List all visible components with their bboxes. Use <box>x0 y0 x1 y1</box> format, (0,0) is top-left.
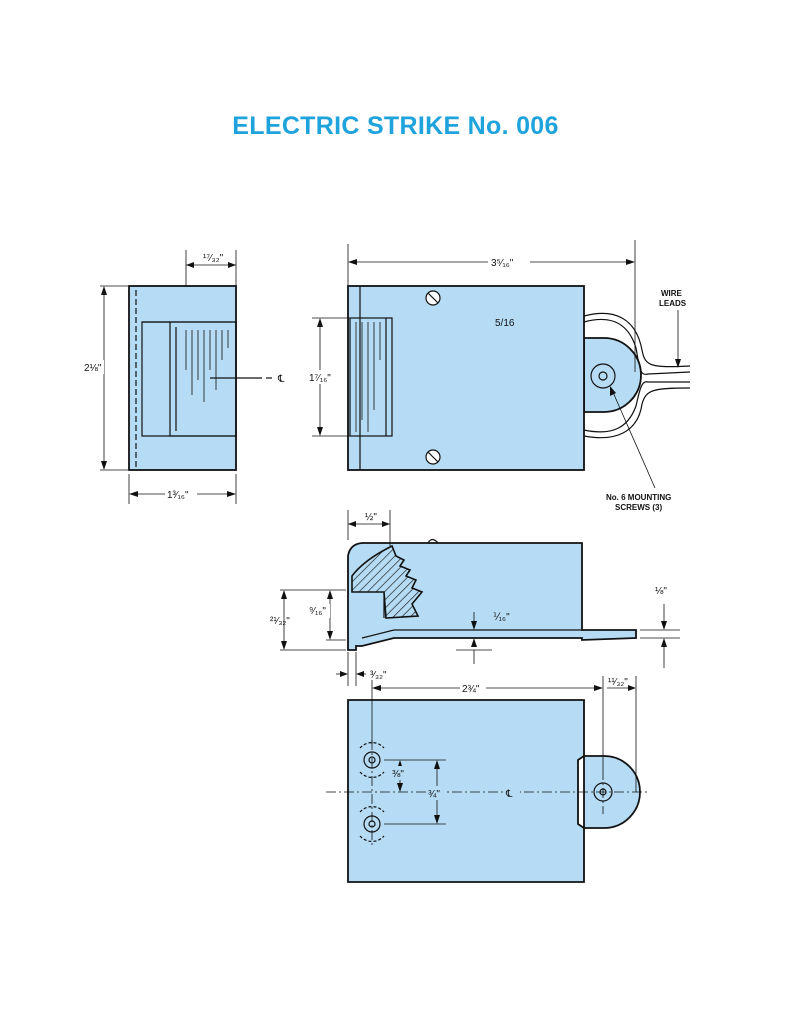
latch-section <box>351 544 424 619</box>
side-view-body <box>347 542 637 651</box>
end-view: ℄ 2⅛" 1³⁄₁₆" ¹⁷⁄₃₂" <box>82 250 285 504</box>
end-view-hatch <box>185 330 229 402</box>
screw-icon <box>425 449 441 465</box>
end-view-width-label: 1³⁄₁₆" <box>167 490 189 501</box>
front-view-length-label: 3⁵⁄₁₆" <box>491 258 514 269</box>
bottom-view-tab-label: ¹¹⁄₃₂" <box>608 677 628 688</box>
side-view-plate-label: ⅟₁₆" <box>493 612 510 623</box>
bottom-view: ℄ 2¾" ¹¹⁄₃₂" ⅜" ¾" <box>326 676 650 883</box>
side-view: ½" ²¹⁄₃₂" ⁹⁄₁₆" ⅟₁₆" ⅛" <box>270 510 680 686</box>
end-view-centerline: ℄ <box>277 374 285 385</box>
bottom-view-hole-pitch-label: ¾" <box>428 789 440 800</box>
side-view-offset-label: ³⁄₃₂" <box>370 670 387 681</box>
wire-leads-label-1: WIRE <box>661 289 683 298</box>
front-view-body <box>347 285 585 471</box>
wire-leads-label-2: LEADS <box>659 299 687 308</box>
front-view-note: 5/16 <box>495 318 515 329</box>
side-view-tab-label: ⅛" <box>655 586 667 597</box>
mounting-screws-label-1: No. 6 MOUNTING <box>606 493 671 502</box>
page-title: ELECTRIC STRIKE No. 006 <box>232 112 559 140</box>
mounting-screws-label-2: SCREWS (3) <box>615 503 662 512</box>
side-view-height-label: ²¹⁄₃₂" <box>270 616 290 627</box>
bottom-view-spacing-label: 2¾" <box>462 684 480 695</box>
front-view-opening-label: 1⁷⁄₁₆" <box>309 373 331 384</box>
front-view-hatch <box>355 322 381 432</box>
side-view-lip-label: ½" <box>365 512 377 523</box>
mounting-tab <box>583 337 642 413</box>
front-view-opening <box>349 317 393 437</box>
screw-icon <box>425 290 441 306</box>
bottom-view-hole-offset-label: ⅜" <box>392 769 404 780</box>
front-view: 5/16 3⁵⁄₁₆" 1⁷⁄₁₆" WIRE LEADS No. 6 MOUN… <box>306 240 691 512</box>
end-view-offset-label: ¹⁷⁄₃₂" <box>203 253 224 264</box>
mounting-hole <box>590 363 616 389</box>
bottom-view-body <box>347 699 585 883</box>
bottom-view-centerline: ℄ <box>505 789 513 800</box>
end-view-height-label: 2⅛" <box>84 363 102 374</box>
side-view-depth-label: ⁹⁄₁₆" <box>309 606 326 617</box>
end-view-plunger <box>169 321 237 437</box>
